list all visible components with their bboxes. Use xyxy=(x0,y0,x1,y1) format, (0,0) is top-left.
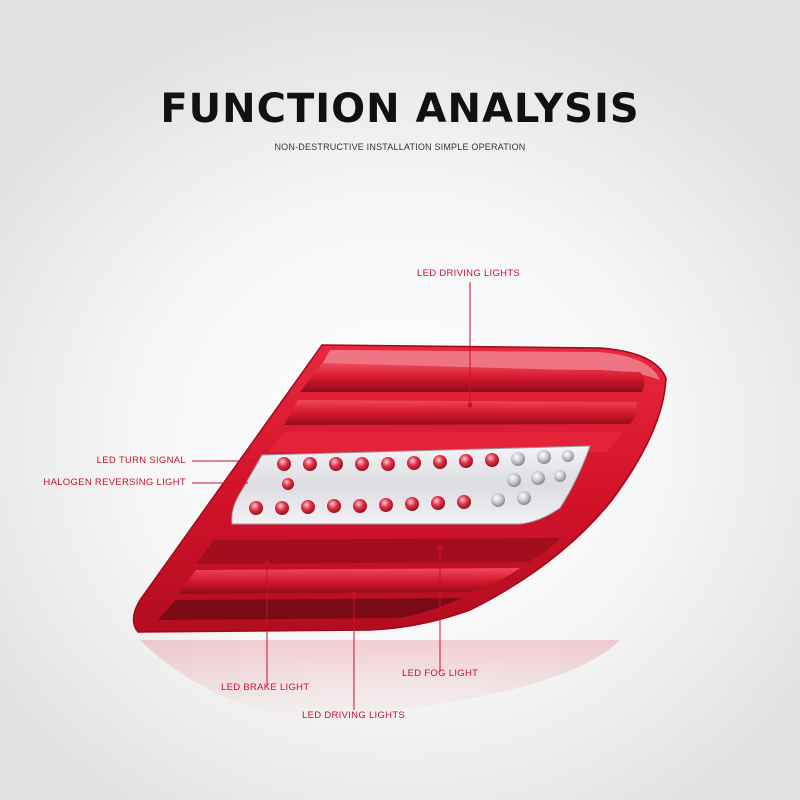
page-title: FUNCTION ANALYSIS xyxy=(160,86,640,132)
top-drl-stripe-1 xyxy=(300,363,645,392)
callout-fog-light: LED FOG LIGHT xyxy=(402,668,479,679)
lower-led-row xyxy=(249,491,531,515)
lamp-reflection xyxy=(140,640,620,720)
brake-band xyxy=(196,538,560,564)
callout-dots xyxy=(264,402,473,597)
reversing-led-cluster xyxy=(282,470,566,490)
callout-leader-lines xyxy=(192,282,471,710)
callout-brake-light: LED BRAKE LIGHT xyxy=(221,682,310,693)
lower-drl-stripe xyxy=(178,568,520,594)
turn-signal-led-row xyxy=(277,450,574,471)
callout-bottom-driving-lights: LED DRIVING LIGHTS xyxy=(302,710,406,721)
page-subtitle: NON-DESTRUCTIVE INSTALLATION SIMPLE OPER… xyxy=(274,142,526,152)
callout-turn-signal: LED TURN SIGNAL xyxy=(96,455,186,466)
callout-halogen-reversing: HALOGEN REVERSING LIGHT xyxy=(43,477,186,488)
top-drl-stripe-2 xyxy=(284,400,638,425)
callout-top-driving-lights: LED DRIVING LIGHTS xyxy=(417,268,521,279)
fog-band xyxy=(158,598,462,620)
